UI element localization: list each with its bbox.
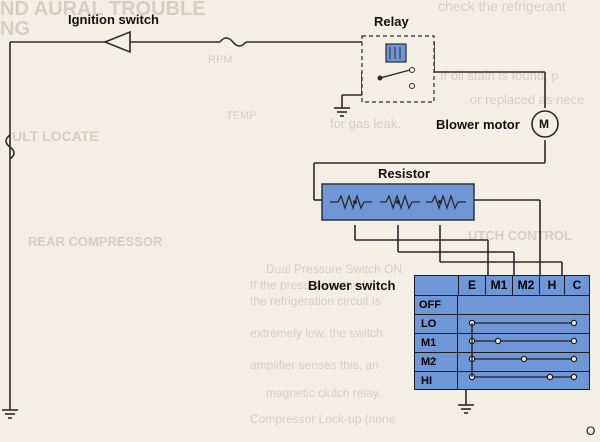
resistor-label: Resistor	[378, 166, 431, 181]
ghost-pressure-line: If the pressure in the hi	[250, 278, 373, 292]
corner-mark: O	[586, 424, 596, 438]
blower-switch-table: E M1 M2 H C OFF LO M1 M2 HI	[414, 275, 590, 390]
relay-symbol	[361, 35, 435, 103]
ground-symbols	[2, 107, 474, 419]
ghost-fault-locate: ULT LOCATE	[12, 128, 99, 144]
ghost-amplifier-line: amplifier senses this, an	[250, 358, 379, 372]
ignition-switch-symbol	[102, 30, 131, 54]
ghost-gas-leak: for gas leak.	[330, 116, 401, 131]
ghost-temp: TEMP	[226, 110, 257, 122]
switch-col-c: C	[572, 278, 582, 292]
switch-row-m1: M1	[415, 334, 589, 353]
switch-row-label: M1	[415, 334, 458, 352]
switch-col-m2: M2	[513, 276, 540, 295]
blower-motor-symbol	[531, 110, 559, 138]
ghost-clutch-relay: magnetic clutch relay.	[266, 386, 382, 400]
left-fuse-symbol	[5, 134, 15, 160]
ghost-rpm: RPM	[208, 54, 233, 66]
switch-col-m1: M1	[486, 276, 513, 295]
switch-row-label: HI	[415, 372, 458, 390]
ignition-switch-label: Ignition switch	[68, 12, 159, 27]
switch-row-label: LO	[415, 315, 458, 333]
switch-row-m2: M2	[415, 353, 589, 372]
resistor-block	[321, 183, 475, 221]
fuse-symbol	[219, 37, 247, 47]
switch-row-lo: LO	[415, 315, 589, 334]
ghost-refrigeration-line: the refrigeration circuit is	[250, 294, 381, 308]
motor-symbol-label: M	[539, 117, 549, 131]
switch-col-h: H	[540, 276, 565, 295]
blower-motor-label: Blower motor	[436, 117, 520, 132]
ghost-dual-pressure: Dual Pressure Switch ON	[266, 262, 403, 276]
ghost-extremely-line: extremely low, the switch	[250, 326, 383, 340]
switch-table-header: E M1 M2 H C	[415, 276, 589, 296]
switch-row-label: M2	[415, 353, 458, 371]
ghost-heading-2: NG	[0, 18, 30, 40]
ghost-rear-compressor: REAR COMPRESSOR	[28, 234, 163, 249]
switch-row-hi: HI	[415, 372, 589, 390]
blower-switch-label: Blower switch	[308, 278, 396, 293]
ghost-replaced-line: or replaced as nece	[470, 92, 585, 107]
ghost-clutch-control: UTCH CONTROL	[468, 228, 572, 243]
switch-header-blank	[415, 276, 459, 295]
switch-row-off: OFF	[415, 296, 589, 315]
switch-continuity-svg	[468, 319, 577, 380]
ghost-refrigerant: check the refrigerant	[438, 0, 566, 14]
switch-row-label: OFF	[415, 296, 458, 314]
switch-col-e: E	[459, 276, 486, 295]
relay-label: Relay	[374, 14, 409, 29]
ghost-compressor-lockup: Compressor Lock-up (none	[250, 412, 396, 426]
ghost-heading: ND AURAL TROUBLE	[0, 0, 206, 20]
